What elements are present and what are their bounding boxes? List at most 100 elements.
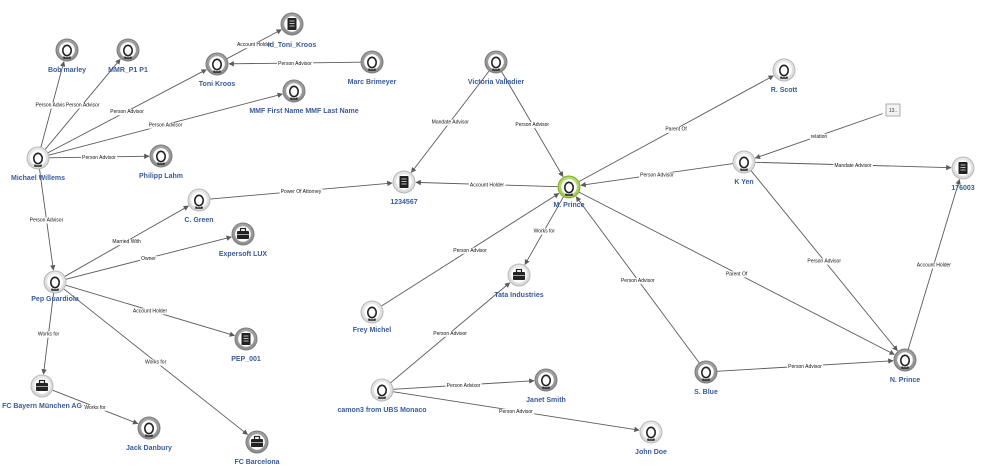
edge-pep-to-fcbarca[interactable]: Works for <box>63 288 249 435</box>
node-label: N. Prince <box>890 377 920 384</box>
graph-node-toni[interactable]: Toni Kroos <box>199 52 236 88</box>
person-hair-shape <box>33 153 43 157</box>
document-icon <box>958 162 968 174</box>
graph-node-acct1234567[interactable]: 1234567 <box>390 170 418 206</box>
person-hair-shape <box>194 195 204 199</box>
node-label: Pep Guardiola <box>31 296 79 303</box>
graph-node-pep[interactable]: Pep Guardiola <box>31 270 79 303</box>
graph-node-rscott[interactable]: R. Scott <box>771 58 798 94</box>
person-neck-shape <box>157 162 165 165</box>
graph-node-bob[interactable]: Bob marley <box>48 38 86 74</box>
edge-fcbayern-to-jack[interactable]: Works for <box>52 389 139 425</box>
edge-mprince-to-rscott[interactable]: Parent Of <box>578 75 774 183</box>
edge-sblue-to-nprince[interactable]: Person Advisor <box>716 358 894 372</box>
edge-label-bg <box>81 155 118 162</box>
edge-michael-to-mmr[interactable]: Person Advisor <box>44 58 121 150</box>
edge-label-bg <box>532 228 557 235</box>
edge-label-bg <box>83 404 108 411</box>
edge-camon3-to-tata[interactable]: Person Advisor <box>390 282 511 384</box>
edge-label-bg <box>833 162 873 169</box>
edge-michael-to-mmf[interactable]: Person Advisor <box>48 92 283 156</box>
graph-node-mmf[interactable]: MMF First Name MMF Last Name <box>249 79 359 115</box>
person-neck-shape <box>34 164 42 167</box>
edge-frey-to-mprince[interactable]: Person Advisor <box>381 193 560 307</box>
edge-kyen-to-nprince[interactable]: Person Advisor <box>750 170 898 352</box>
graph-node-frey[interactable]: Frey Michel <box>353 300 392 334</box>
graph-node-fcbarca[interactable]: FC Barcelona <box>234 430 280 466</box>
graph-node-kyen[interactable]: K Yen <box>732 150 756 186</box>
person-icon <box>288 85 299 100</box>
person-hair-shape <box>144 423 154 427</box>
graph-node-camon3[interactable]: camon3 from UBS Monaco <box>337 378 427 414</box>
edge-pep-to-cgreen[interactable]: Married With <box>64 205 190 277</box>
graph-node-mmr[interactable]: MMR_P1 P1 <box>108 38 148 74</box>
graph-node-janet[interactable]: Janet Smith <box>526 368 566 404</box>
edge-michael-to-bob[interactable]: Person Advisor <box>34 61 71 148</box>
edge-mprince-to-nprince[interactable]: Parent Of <box>578 191 895 355</box>
edge-mprince-to-acct1234567[interactable]: Account Holder <box>415 179 559 189</box>
edge-toni-to-id_toni[interactable]: Account Holder <box>226 29 282 60</box>
edge-pep-to-fcbayern[interactable]: Works for <box>36 292 61 375</box>
edge-nprince-to-acct176003[interactable]: Account Holder <box>907 178 961 350</box>
edge-small13-to-kyen[interactable]: relation <box>754 113 883 159</box>
graph-node-tata[interactable]: Tata Industries <box>494 263 544 299</box>
edge-camon3-to-john[interactable]: Person Advisor <box>392 391 640 433</box>
edge-label-bg <box>140 256 158 263</box>
person-hair-shape <box>701 367 711 371</box>
edge-camon3-to-janet[interactable]: Person Advisor <box>392 378 535 390</box>
edge-michael-to-pep[interactable]: Person Advisor <box>28 168 65 271</box>
graph-node-mprince[interactable]: M. Prince <box>553 175 585 209</box>
edge-label-bg <box>235 42 273 49</box>
edge-victoria-to-acct1234567[interactable]: Mandate Advisor <box>410 70 490 173</box>
graph-node-pep001[interactable]: PEP_001 <box>231 327 261 363</box>
person-icon <box>700 366 711 381</box>
document-icon <box>287 18 297 30</box>
edge-label-bg <box>664 126 689 133</box>
graph-node-small13[interactable]: 13.. <box>885 103 901 117</box>
edge-pep-to-pep001[interactable]: Account Holder <box>65 284 236 337</box>
edge-mprince-to-tata[interactable]: Works for <box>524 196 564 266</box>
graph-node-jack[interactable]: Jack Danbury <box>126 416 172 452</box>
graph-node-victoria[interactable]: Victoria Valladier <box>468 50 525 86</box>
node-label: PEP_001 <box>231 356 261 363</box>
edge-label: Person Advisor <box>278 61 312 67</box>
graph-node-michael[interactable]: Michael Willems <box>11 146 65 182</box>
edge-label: Person Advisor <box>515 122 549 128</box>
person-hair-shape <box>62 45 72 49</box>
graph-node-john[interactable]: John Doe <box>635 420 667 456</box>
person-icon <box>61 44 72 59</box>
edge-marc-to-toni[interactable]: Person Advisor <box>228 60 362 67</box>
edge-cgreen-to-acct1234567[interactable]: Power Of Attorney <box>209 180 393 200</box>
graph-node-id_toni[interactable]: Id_Toni_Kroos <box>268 12 317 49</box>
graph-node-philipp[interactable]: Philipp Lahm <box>139 144 183 180</box>
graph-node-nprince[interactable]: N. Prince <box>890 348 920 384</box>
document-body-shape <box>287 18 297 30</box>
edge-michael-to-philipp[interactable]: Person Advisor <box>48 153 150 162</box>
edge-label: Power Of Attorney <box>281 189 322 195</box>
person-icon <box>778 64 789 79</box>
graph-node-acct176003[interactable]: 176003 <box>951 156 975 192</box>
graph-node-fcbayern[interactable]: FC Bayern München AG <box>2 374 82 410</box>
edge-label-bg <box>514 122 551 129</box>
node-label: Janet Smith <box>526 397 566 404</box>
edge-label-bg <box>131 308 169 315</box>
graph-node-sblue[interactable]: S. Blue <box>694 360 718 396</box>
edge-kyen-to-acct176003[interactable]: Mandate Advisor <box>754 161 952 171</box>
person-icon <box>899 354 910 369</box>
node-label: Frey Michel <box>353 327 392 334</box>
edge-kyen-to-mprince[interactable]: Person Advisor <box>580 163 734 188</box>
node-label: Bob marley <box>48 67 86 74</box>
edge-label: Works for <box>84 405 106 411</box>
edge-victoria-to-mprince[interactable]: Person Advisor <box>501 71 564 178</box>
edge-label: Person Advisor <box>36 102 70 108</box>
graph-node-expersoft[interactable]: Expersoft LUX <box>219 222 268 258</box>
graph-node-cgreen[interactable]: C. Green <box>184 188 214 224</box>
node-label: MMR_P1 P1 <box>108 67 148 74</box>
edge-pep-to-expersoft[interactable]: Owner <box>65 235 232 280</box>
edge-sblue-to-mprince[interactable]: Person Advisor <box>575 196 700 364</box>
graph-node-marc[interactable]: Marc Brimeyer <box>348 50 397 86</box>
edge-michael-to-toni[interactable]: Person Advisor <box>47 69 207 154</box>
person-neck-shape <box>901 366 909 369</box>
person-neck-shape <box>702 378 710 381</box>
